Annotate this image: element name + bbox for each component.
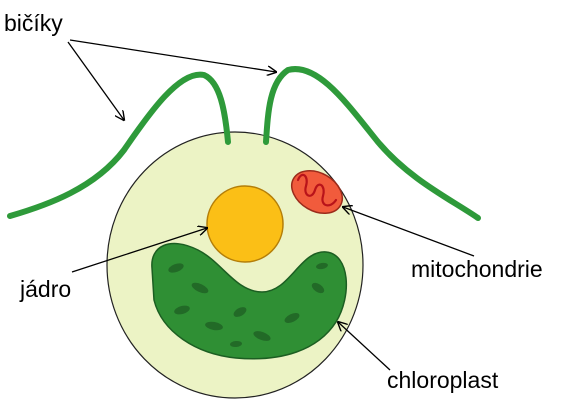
- flagella-pointer-left: [68, 42, 124, 120]
- chloroplast-label: chloroplast: [387, 369, 498, 392]
- flagella-pointer-right: [70, 40, 276, 72]
- nucleus: [207, 186, 283, 262]
- mitochondrion-label: mitochondrie: [411, 258, 543, 281]
- flagella-label: bičíky: [4, 12, 63, 35]
- chloroplast-pointer: [338, 322, 390, 370]
- nucleus-label: jádro: [20, 278, 71, 301]
- mitochondrion-pointer: [343, 207, 474, 256]
